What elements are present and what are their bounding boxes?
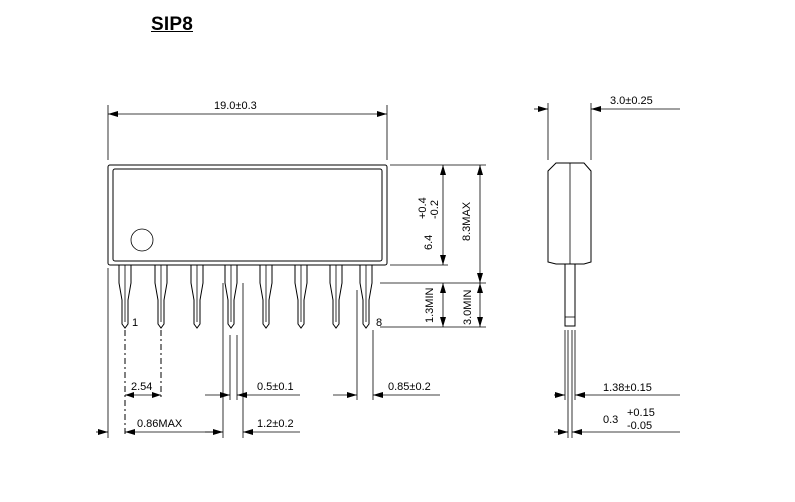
- pin-label-8: 8: [376, 317, 382, 329]
- svg-text:1.2±0.2: 1.2±0.2: [257, 418, 294, 430]
- lead-pin: [359, 265, 373, 329]
- dim-thickness: 3.0±0.25: [534, 95, 680, 160]
- lead-pin: [329, 265, 343, 329]
- svg-text:3.0MIN: 3.0MIN: [462, 289, 474, 325]
- dim-end-spacing: 0.85±0.2: [333, 290, 440, 400]
- lead-pin: [190, 265, 204, 329]
- svg-text:-0.2: -0.2: [429, 200, 441, 219]
- dim-lead-thickness: 0.3 +0.15 -0.05: [554, 330, 680, 438]
- dim-pitch: 2.54: [125, 381, 161, 398]
- lead-pin: [259, 265, 273, 329]
- dim-heights: 6.4 +0.4 -0.2 8.3MAX 1.3MIN 3.0MIN: [380, 164, 486, 328]
- lead-pin: [224, 265, 238, 329]
- pin1-indicator-icon: [130, 228, 154, 252]
- lead-pin: [118, 265, 132, 329]
- pin-label-1: 1: [132, 317, 138, 329]
- svg-text:2.54: 2.54: [131, 381, 152, 393]
- svg-text:+0.4: +0.4: [417, 197, 429, 219]
- lead-pin: [154, 265, 168, 329]
- svg-text:6.4: 6.4: [423, 235, 435, 250]
- svg-text:8.3MAX: 8.3MAX: [461, 201, 473, 241]
- lead-pin: [294, 265, 308, 329]
- svg-text:19.0±0.3: 19.0±0.3: [214, 100, 257, 112]
- package-title: SIP8: [151, 14, 193, 35]
- side-view: [547, 162, 592, 327]
- dim-body-length: 19.0±0.3: [107, 100, 388, 160]
- package-body: [107, 164, 388, 266]
- svg-text:0.85±0.2: 0.85±0.2: [388, 381, 431, 393]
- svg-text:0.5±0.1: 0.5±0.1: [257, 381, 294, 393]
- dim-standoff-width: 1.38±0.15: [554, 330, 680, 400]
- dim-lead-offset: 0.86MAX: [96, 268, 218, 438]
- svg-text:1.3MIN: 1.3MIN: [424, 287, 436, 323]
- dim-lead-width-tip: 0.5±0.1: [205, 335, 300, 400]
- svg-text:-0.05: -0.05: [627, 420, 652, 432]
- svg-text:0.86MAX: 0.86MAX: [137, 418, 183, 430]
- svg-text:0.3: 0.3: [603, 414, 618, 426]
- svg-text:+0.15: +0.15: [627, 407, 655, 419]
- lead-group: [118, 265, 373, 329]
- dim-lead-width-shoulder: 1.2±0.2: [205, 283, 300, 438]
- svg-text:3.0±0.25: 3.0±0.25: [610, 95, 653, 107]
- svg-text:1.38±0.15: 1.38±0.15: [603, 382, 652, 394]
